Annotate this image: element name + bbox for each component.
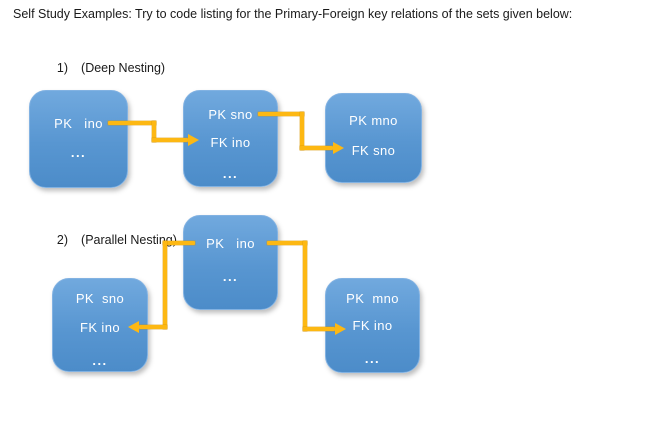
parallel-box-mno-fk: FK ino	[352, 318, 393, 333]
parallel-box-sno-fk: FK ino	[80, 320, 120, 335]
arrow-segment	[258, 112, 304, 116]
parallel-box-mno-pk: PK mno	[346, 291, 399, 306]
parallel-box-ino: PK ino ...	[183, 215, 278, 310]
deep-box-ino-ellipsis: ...	[70, 145, 87, 160]
arrow-segment	[108, 121, 156, 125]
arrow-segment	[152, 138, 188, 142]
deep-box-sno-pk: PK sno	[208, 107, 253, 122]
section-1-name: (Deep Nesting)	[81, 61, 166, 75]
parallel-box-mno: PK mno FK ino ...	[325, 278, 420, 373]
parallel-box-sno-pk: PK sno	[75, 291, 125, 306]
deep-box-ino-pk: PK ino	[54, 116, 103, 131]
arrow-segment	[300, 146, 333, 150]
arrow-segment	[300, 112, 304, 150]
arrow-head-icon	[128, 321, 139, 333]
parallel-box-ino-pk: PK ino	[206, 236, 255, 251]
parallel-box-sno-ellipsis: ...	[92, 353, 108, 368]
deep-box-sno-fk: FK ino	[210, 135, 251, 150]
section-2-label: 2)(Parallel Nesting)	[43, 219, 177, 261]
section-2-number: 2)	[56, 233, 69, 247]
parallel-box-ino-ellipsis: ...	[222, 269, 239, 284]
parallel-box-mno-ellipsis: ...	[364, 351, 381, 366]
arrow-segment	[163, 241, 195, 245]
arrow-head-icon	[335, 323, 346, 335]
section-1-label: 1) (Deep Nesting)	[43, 47, 165, 89]
deep-box-sno: PK sno FK ino ...	[183, 90, 278, 187]
arrow-segment	[267, 241, 307, 245]
deep-box-mno-fk: FK sno	[351, 143, 396, 158]
deep-box-mno-pk: PK mno	[349, 113, 398, 128]
arrow-segment	[139, 325, 167, 329]
section-1-number: 1)	[56, 61, 69, 75]
arrow-head-icon	[333, 142, 344, 154]
arrow-segment	[152, 121, 156, 142]
deep-box-ino: PK ino ...	[29, 90, 128, 188]
deep-box-sno-ellipsis: ...	[222, 166, 239, 181]
deep-box-mno: PK mno FK sno	[325, 93, 422, 183]
page-title: Self Study Examples: Try to code listing…	[13, 7, 573, 21]
arrow-segment	[163, 241, 167, 329]
arrow-segment	[303, 327, 335, 331]
arrow-segment	[303, 241, 307, 331]
arrow-head-icon	[188, 134, 199, 146]
